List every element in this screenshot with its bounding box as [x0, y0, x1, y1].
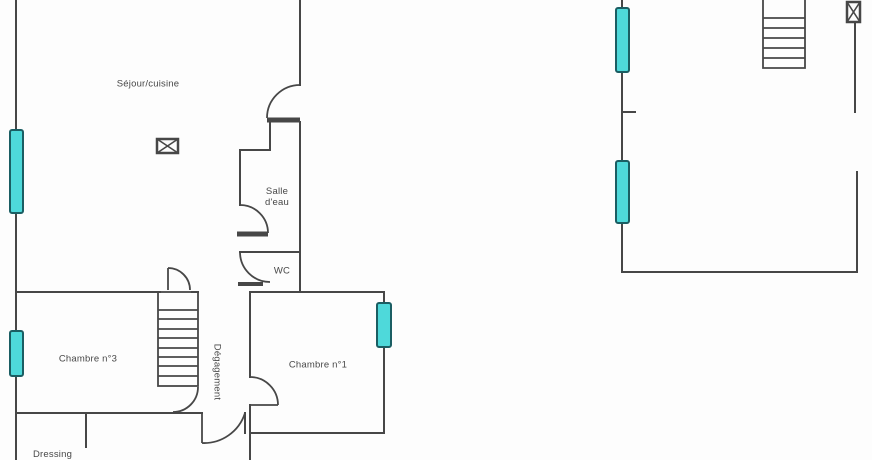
- staircase-left-plan: [157, 291, 199, 387]
- door-arc-degagement: [201, 412, 246, 444]
- door-stubs: [237, 117, 300, 286]
- window-sejour: [9, 129, 24, 214]
- staircase-right-plan: [762, 0, 806, 69]
- room-label-dressing: Dressing: [33, 449, 73, 460]
- door-arc-chambre1: [249, 376, 279, 406]
- duct-symbol-icon: [155, 137, 180, 155]
- door-arc-sejour: [266, 84, 301, 119]
- door-arcs-left-plan: [167, 84, 301, 444]
- window-right-plan-top: [615, 7, 630, 73]
- windows: [9, 7, 630, 377]
- window-right-plan-bottom: [615, 160, 630, 224]
- room-label-salle-eau-line1: Salle: [265, 186, 289, 197]
- walls-right-plan: [621, 0, 858, 273]
- wall-salle-eau-left: [239, 121, 271, 206]
- room-label-sejour: Séjour/cuisine: [116, 78, 180, 90]
- room-label-wc: WC: [273, 265, 291, 277]
- window-chambre1: [376, 302, 392, 348]
- shaft-symbol-icon: [845, 0, 862, 24]
- stair-box: [762, 0, 806, 69]
- room-label-salle-eau-line2: d'eau: [265, 197, 289, 208]
- room-label-chambre3: Chambre n°3: [58, 353, 118, 365]
- door-arc-stairs: [167, 267, 191, 291]
- room-label-degagement: Dégagement: [211, 343, 223, 401]
- stair-box: [157, 291, 199, 387]
- door-arc-wc: [239, 251, 271, 283]
- door-arc-chambre3: [172, 386, 199, 413]
- window-chambre3: [9, 330, 24, 377]
- door-arc-salle-eau: [239, 204, 269, 234]
- walls-left-plan: [15, 0, 385, 460]
- room-label-chambre1: Chambre n°1: [288, 359, 348, 371]
